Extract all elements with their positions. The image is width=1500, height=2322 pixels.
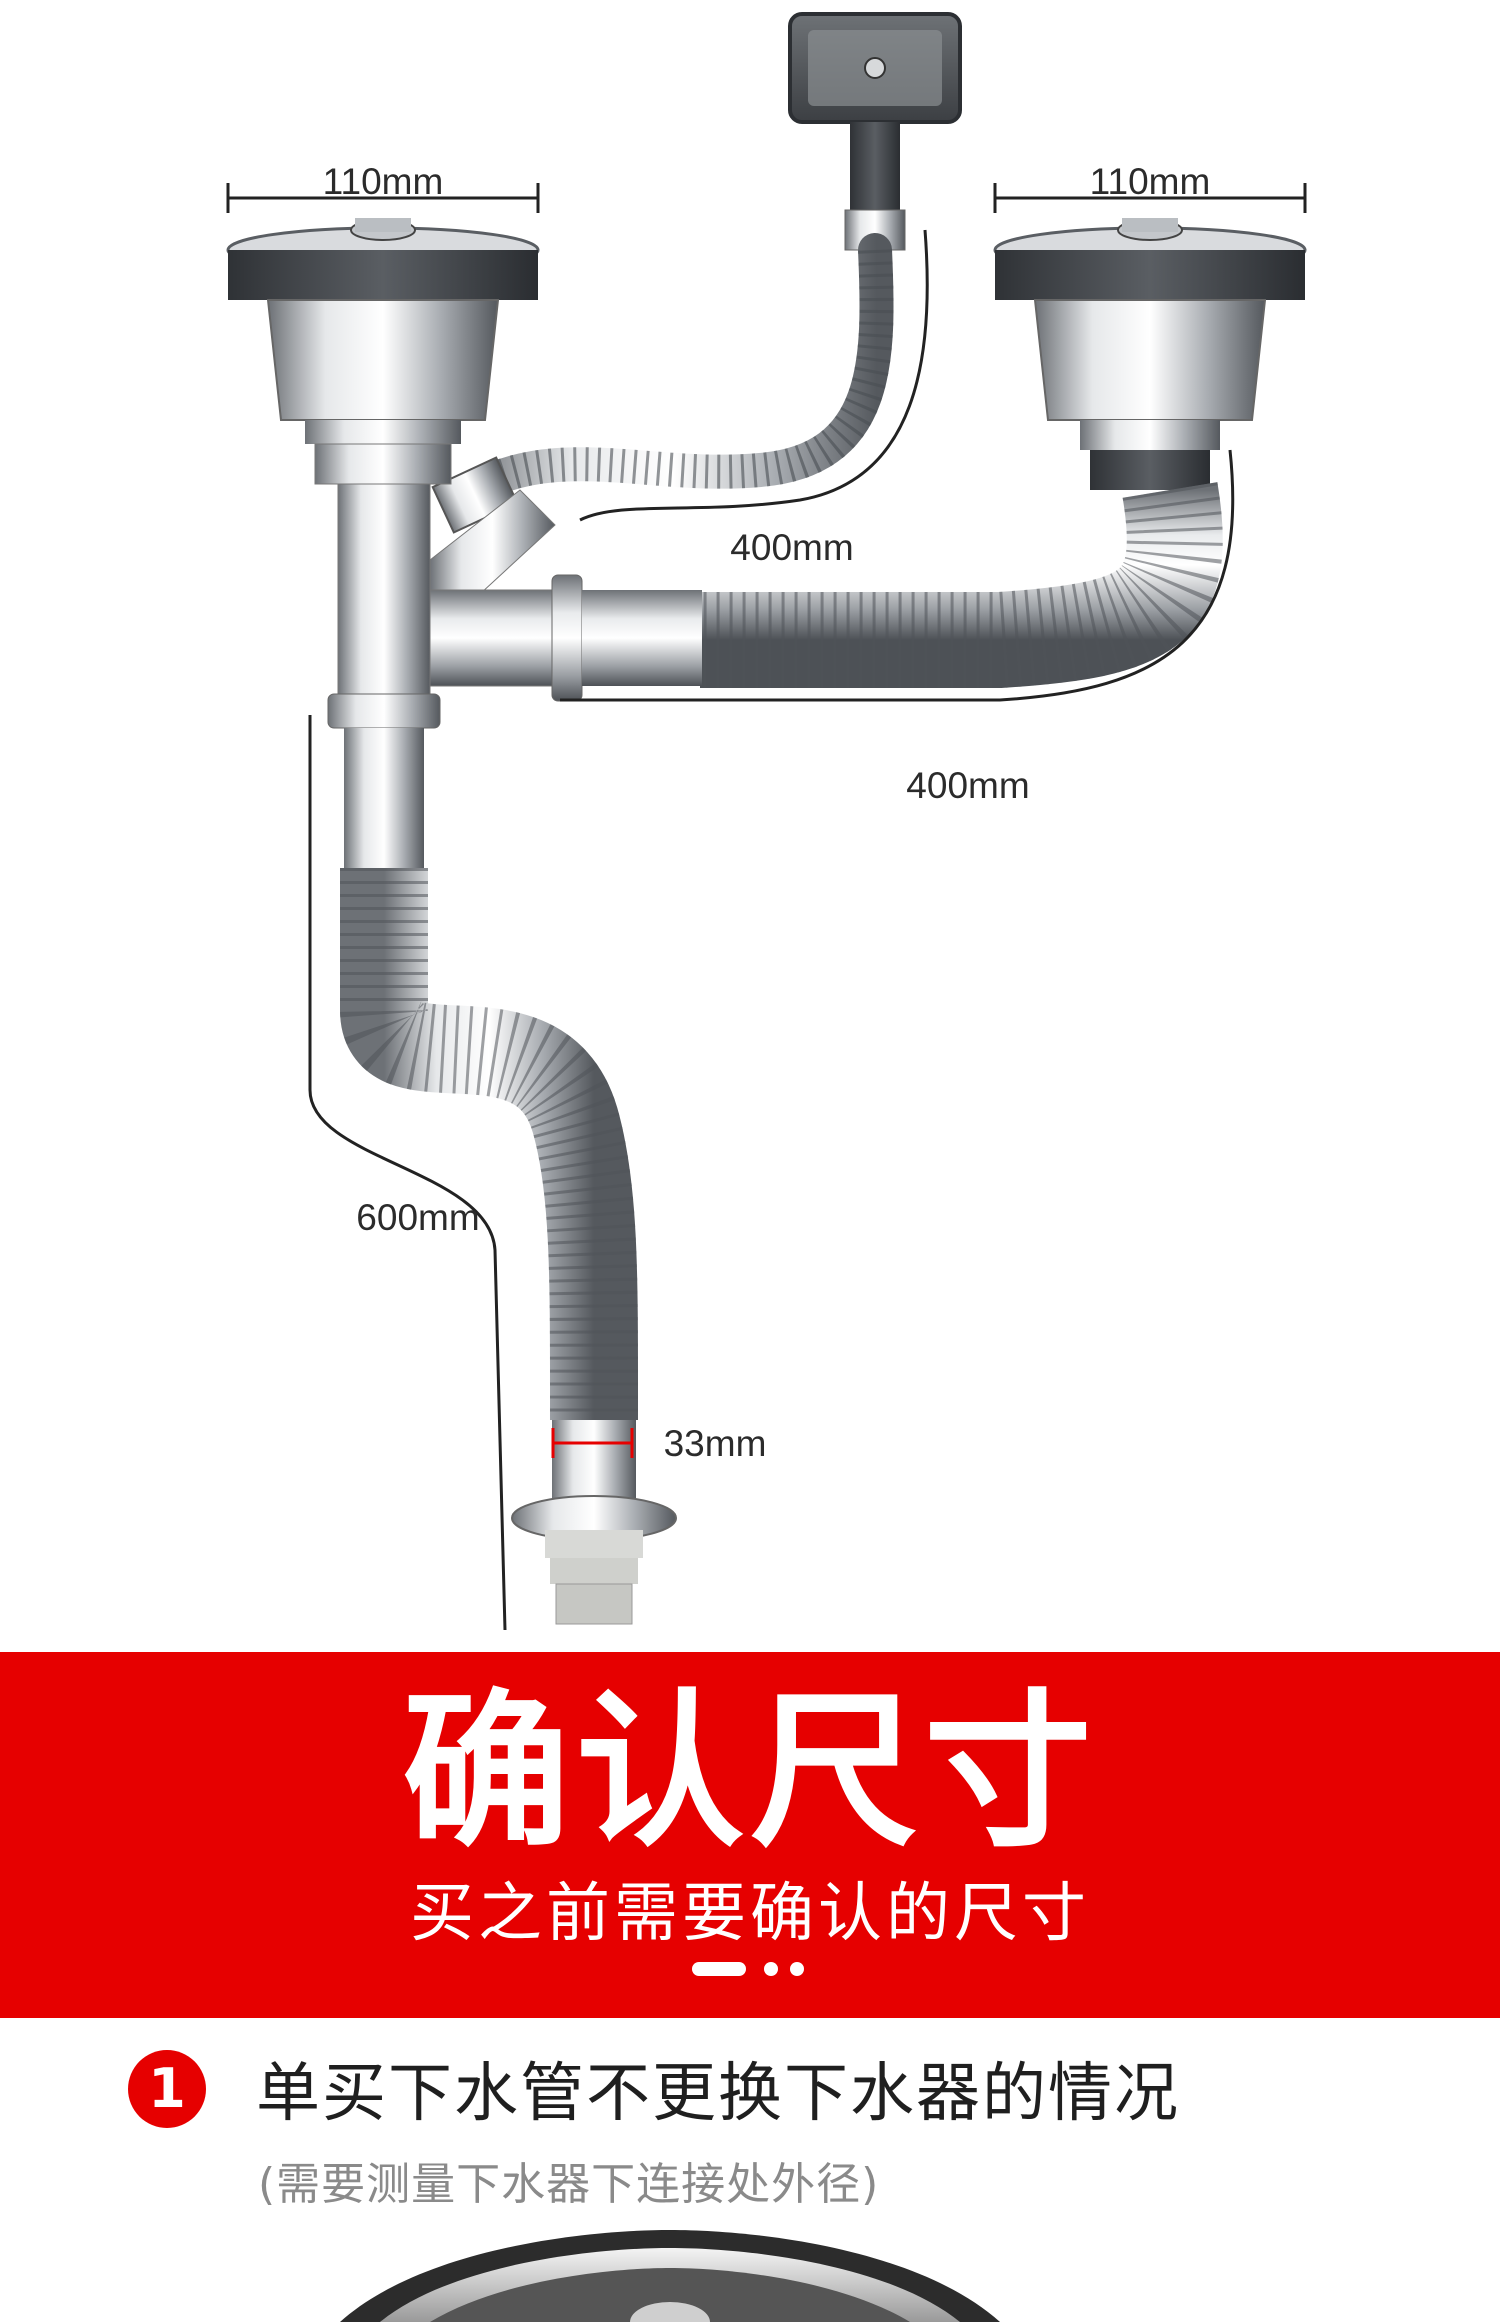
connecting-hose: [700, 482, 1223, 688]
right-sink-strainer: [993, 218, 1307, 490]
overflow-cover: [788, 12, 962, 251]
right-strainer-width-label: 110mm: [1089, 161, 1211, 202]
step-title: 单买下水管不更换下水器的情况: [256, 2057, 1180, 2131]
banner-subtitle: 买之前需要确认的尺寸: [410, 1877, 1090, 1951]
outlet-width-marker: [551, 1428, 634, 1458]
strainer-photo: [340, 2230, 1000, 2322]
decoration-dot: [790, 1962, 804, 1976]
left-sink-strainer: [226, 218, 540, 485]
dimension-lines: [226, 183, 1307, 1631]
step-number-badge: 1: [128, 2050, 206, 2128]
left-strainer-width-label: 110mm: [322, 161, 444, 202]
tee-fitting: [337, 483, 431, 695]
sink-drain-kit-diagram: [226, 12, 1307, 1631]
drain-hose: [340, 868, 639, 1421]
decoration-bar: [692, 1962, 746, 1976]
outlet-diameter-label: 33mm: [663, 1423, 767, 1464]
drain-hose-length-label: 600mm: [356, 1197, 480, 1238]
confirm-size-banner: 确认尺寸 买之前需要确认的尺寸: [0, 1652, 1500, 2018]
decoration-dot: [764, 1962, 778, 1976]
banner-title: 确认尺寸: [402, 1674, 1098, 1870]
overflow-hose-length-label: 400mm: [730, 527, 854, 568]
connecting-pipe-length-label: 400mm: [906, 765, 1030, 806]
step-note: (需要测量下水器下连接处外径): [258, 2159, 880, 2210]
